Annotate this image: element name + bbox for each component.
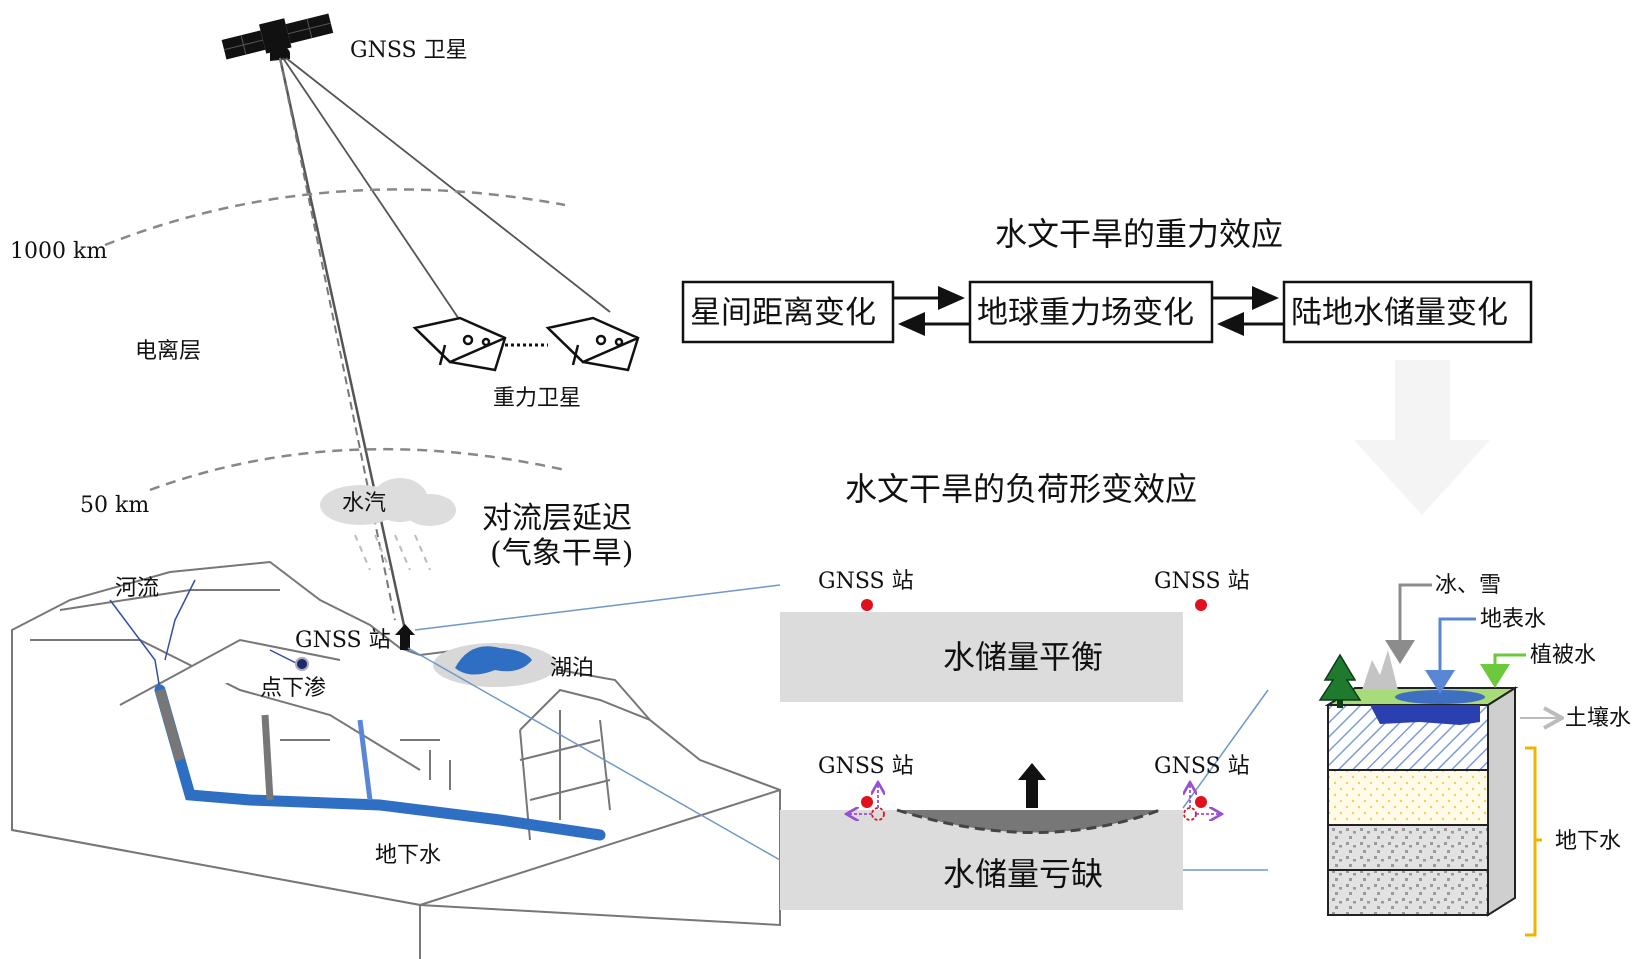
flow-box-inter-satellite: 星间距离变化 [681,280,895,344]
displacement-right-icon [1184,784,1220,820]
gravity-effect-title: 水文干旱的重力效应 [995,215,1283,253]
vegetation-water-label: 植被水 [1530,643,1596,668]
station-right-label: GNSS 站 [1154,754,1250,779]
mountain-snow-icon [1362,650,1398,690]
altitude-label-1000km: 1000 km [10,239,107,264]
vegetation-water-pointer [1480,653,1526,688]
gnss-station-dot [861,599,873,611]
gnss-station-icon [395,624,415,650]
uplift-arrow-icon [1018,763,1046,808]
gnss-satellite-icon [221,13,334,61]
surface-water-label: 地表水 [1480,607,1546,632]
signal-paths [278,57,611,631]
infiltration-label: 点下渗 [260,676,326,701]
altitude-label-50km: 50 km [80,493,149,518]
terrain-gnss-station-label: GNSS 站 [295,628,391,653]
flow-box-label: 陆地水储量变化 [1291,295,1508,331]
water-deficit-label: 水储量亏缺 [943,855,1103,893]
gravity-satellite-icon [412,316,640,372]
gravity-satellite-label: 重力卫星 [493,386,581,411]
ice-snow-label: 冰、雪 [1435,573,1501,598]
displacement-left-icon [848,784,884,820]
flow-box-land-water-storage: 陆地水储量变化 [1282,280,1533,344]
soil-column [1324,686,1519,917]
terrain-block [11,560,781,959]
altitude-arc-1000km [104,188,566,247]
ice-snow-pointer [1385,583,1432,664]
tree-icon [1318,653,1362,708]
column-groundwater-label: 地下水 [1555,829,1621,854]
groundwater-bracket [1525,746,1542,937]
river-label: 河流 [115,576,159,601]
flow-box-gravity-field: 地球重力场变化 [968,280,1214,344]
infiltration-channel [357,719,373,801]
flow-box-label: 地球重力场变化 [977,295,1194,331]
bidirectional-arrows [893,286,1284,336]
soil-water-label: 土壤水 [1565,706,1631,731]
river-network [109,579,301,691]
station-left-label: GNSS 站 [818,754,914,779]
lake-label: 湖泊 [550,656,594,681]
water-vapor-label: 水汽 [342,491,386,516]
gnss-satellite-label: GNSS 卫星 [350,38,468,63]
lake-icon [455,646,532,675]
down-arrow-icon [1354,360,1490,515]
cloud-icon [320,478,456,571]
flow-box-label: 星间距离变化 [690,295,876,331]
connector-line [414,584,781,631]
station-left-label: GNSS 站 [818,569,914,594]
river-bed [155,688,185,762]
altitude-arc-50km [149,447,566,492]
infiltration-point [295,657,309,671]
meteorological-drought-label: (气象干旱) [490,536,633,571]
tropospheric-delay-label: 对流层延迟 [482,501,632,536]
groundwater-label: 地下水 [375,843,441,868]
water-balance-label: 水储量平衡 [943,638,1103,676]
ionosphere-label: 电离层 [135,339,201,364]
water-balance-panel: 水储量平衡 [780,612,1183,702]
water-deficit-panel: 水储量亏缺 [780,808,1183,910]
loading-effect-title: 水文干旱的负荷形变效应 [845,470,1197,508]
connector-line [1182,689,1269,809]
surface-water-pointer [1425,617,1476,694]
connector-line [407,647,781,861]
station-right-label: GNSS 站 [1154,569,1250,594]
gnss-station-dot [1195,599,1207,611]
infiltration-channel [261,714,274,801]
